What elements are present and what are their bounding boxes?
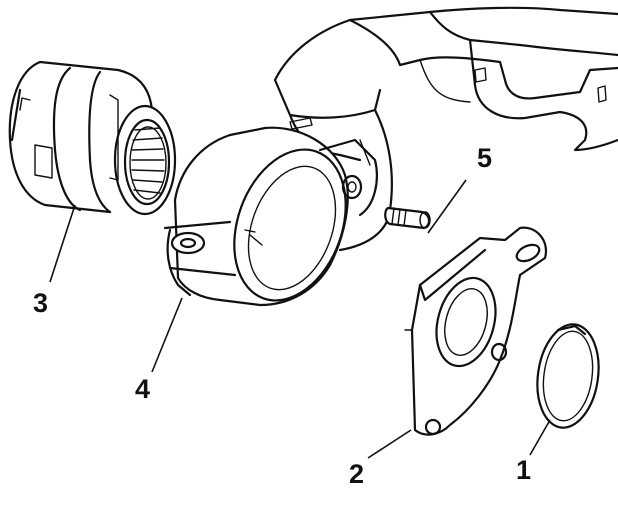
circlip (536, 323, 600, 429)
leader-3 (49, 204, 76, 283)
callout-4: 4 (135, 374, 151, 404)
callout-5: 5 (477, 143, 493, 173)
leader-1 (529, 419, 551, 456)
leader-4 (151, 297, 183, 373)
callout-3: 3 (33, 288, 49, 318)
leader-5 (427, 179, 467, 234)
stud-bolt (384, 206, 431, 230)
callout-2: 2 (349, 459, 365, 489)
retaining-plate (404, 226, 548, 436)
callout-1: 1 (516, 455, 532, 485)
bearing-cartridge (8, 60, 177, 216)
leader-2 (367, 429, 412, 459)
bearing-housing (163, 126, 378, 307)
